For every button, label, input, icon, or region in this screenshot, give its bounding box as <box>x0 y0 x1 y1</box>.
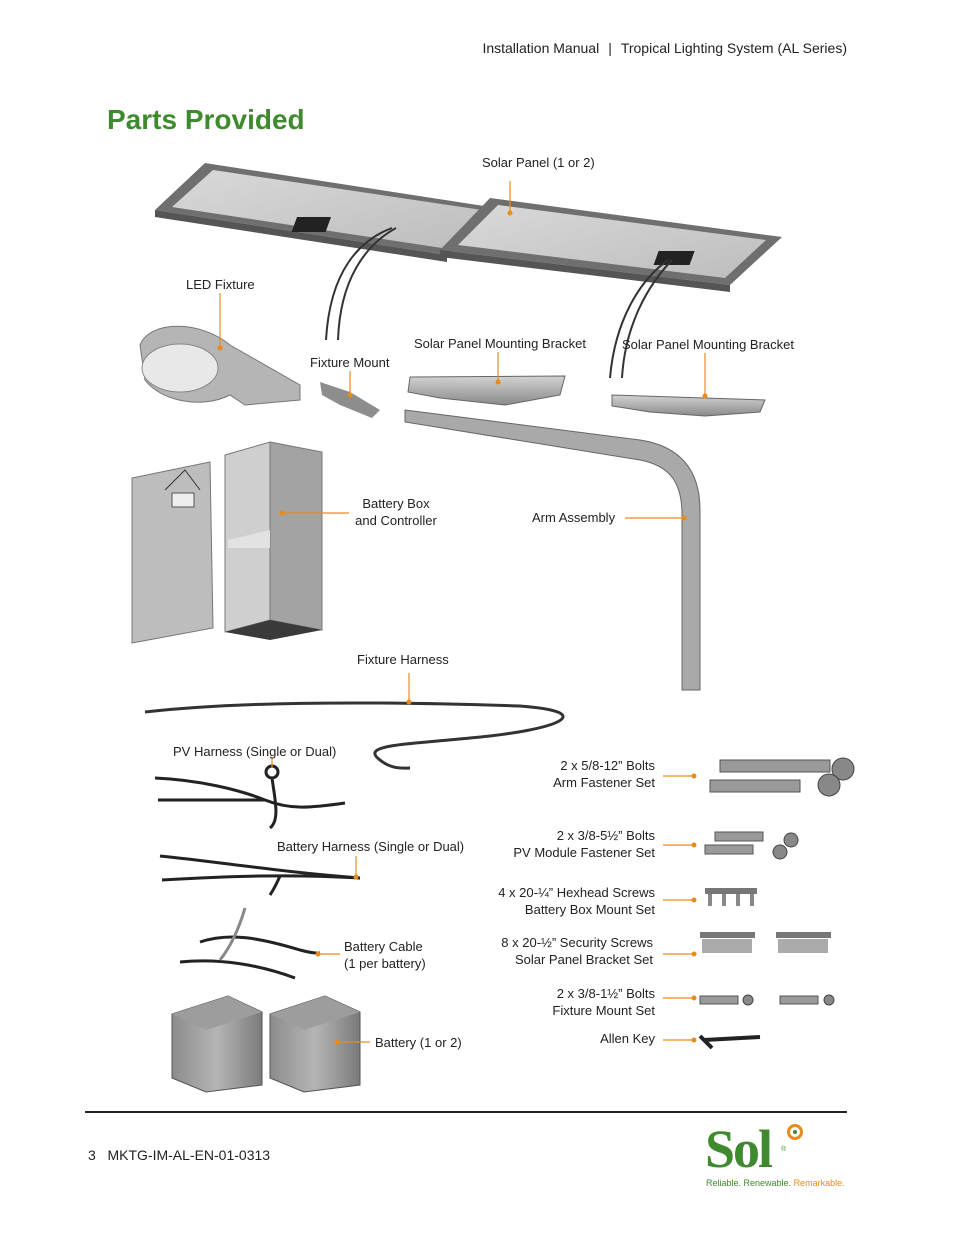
label-battery-cable-line2: (1 per battery) <box>344 956 426 971</box>
hardware-item-line1: 4 x 20-¼” Hexhead Screws <box>498 885 655 900</box>
hardware-item: Allen Key <box>455 1030 655 1047</box>
hardware-item: 8 x 20-½” Security Screws Solar Panel Br… <box>445 934 653 968</box>
hardware-item-line2: Battery Box Mount Set <box>524 902 655 917</box>
logo-word: Sol <box>705 1119 773 1179</box>
fixture-harness <box>144 701 565 770</box>
label-fixture-mount: Fixture Mount <box>310 355 390 370</box>
hardware-item-line1: 2 x 5/8-12” Bolts <box>560 758 655 773</box>
page-header: Installation Manual | Tropical Lighting Sy… <box>482 40 847 56</box>
footer-text: 3 MKTG-IM-AL-EN-01-0313 <box>88 1147 270 1163</box>
hardware-item-line2: Fixture Mount Set <box>552 1003 655 1018</box>
registered-mark: ® <box>781 1146 787 1153</box>
label-solar-bracket-1: Solar Panel Mounting Bracket <box>414 336 586 351</box>
solar-panel-1 <box>155 163 497 341</box>
hardware-item: 2 x 5/8-12” Bolts Arm Fastener Set <box>455 757 655 791</box>
hardware-item-line1: 2 x 3/8-5½” Bolts <box>556 828 655 843</box>
callout-dots <box>217 210 708 1045</box>
sun-icon <box>787 1124 803 1140</box>
hardware-item-line2: Arm Fastener Set <box>553 775 655 790</box>
header-separator: | <box>608 40 612 56</box>
led-fixture <box>139 325 380 418</box>
hardware-item-line1: 8 x 20-½” Security Screws <box>501 935 653 950</box>
battery-box <box>131 441 323 644</box>
hardware-item-line2: PV Module Fastener Set <box>513 845 655 860</box>
header-system: Tropical Lighting System (AL Series) <box>620 40 847 56</box>
hardware-item-line1: Allen Key <box>600 1031 655 1046</box>
label-fixture-harness: Fixture Harness <box>357 652 449 667</box>
label-solar-bracket-2: Solar Panel Mounting Bracket <box>622 337 794 352</box>
batteries <box>171 995 361 1093</box>
callout-lines <box>219 181 706 1043</box>
solar-bracket-2 <box>611 394 766 417</box>
doc-code: MKTG-IM-AL-EN-01-0313 <box>107 1147 271 1163</box>
hardware-item-line2: Solar Panel Bracket Set <box>514 952 653 967</box>
label-battery-box-line2: and Controller <box>355 513 437 528</box>
hardware-item: 2 x 3/8-1½” Bolts Fixture Mount Set <box>455 985 655 1019</box>
logo-tagline: Reliable. Renewable. Remarkable. <box>706 1178 845 1188</box>
label-battery-box: Battery Box and Controller <box>352 495 440 529</box>
tagline-a: Reliable. Renewable. <box>706 1178 794 1188</box>
solar-bracket-1 <box>407 375 566 406</box>
battery-harness <box>159 854 361 896</box>
label-pv-harness: PV Harness (Single or Dual) <box>173 744 337 759</box>
label-arm-assembly: Arm Assembly <box>532 510 616 525</box>
page-title: Parts Provided <box>107 104 305 135</box>
arm-assembly <box>404 409 701 691</box>
label-battery-cable-line1: Battery Cable <box>344 939 423 954</box>
tagline-b: Remarkable. <box>793 1178 845 1188</box>
label-solar-panel: Solar Panel (1 or 2) <box>482 155 595 170</box>
pv-harness <box>154 764 346 830</box>
label-battery-box-line1: Battery Box <box>362 496 430 511</box>
hardware-item: 4 x 20-¼” Hexhead Screws Battery Box Mou… <box>455 884 655 918</box>
header-manual: Installation Manual <box>482 40 600 56</box>
sol-logo: Sol ® Reliable. Renewable. Remarkable. <box>703 1118 848 1193</box>
label-led-fixture: LED Fixture <box>186 277 255 292</box>
hardware-illustrations <box>698 757 855 1050</box>
page-number: 3 <box>88 1147 96 1163</box>
label-battery-cable: Battery Cable (1 per battery) <box>344 938 426 972</box>
hardware-item: 2 x 3/8-5½” Bolts PV Module Fastener Set <box>455 827 655 861</box>
battery-cable <box>179 907 321 980</box>
label-battery: Battery (1 or 2) <box>375 1035 462 1050</box>
label-battery-harness: Battery Harness (Single or Dual) <box>277 839 465 854</box>
footer-rule <box>85 1111 847 1113</box>
hardware-item-line1: 2 x 3/8-1½” Bolts <box>556 986 655 1001</box>
solar-panel-2 <box>440 198 782 379</box>
